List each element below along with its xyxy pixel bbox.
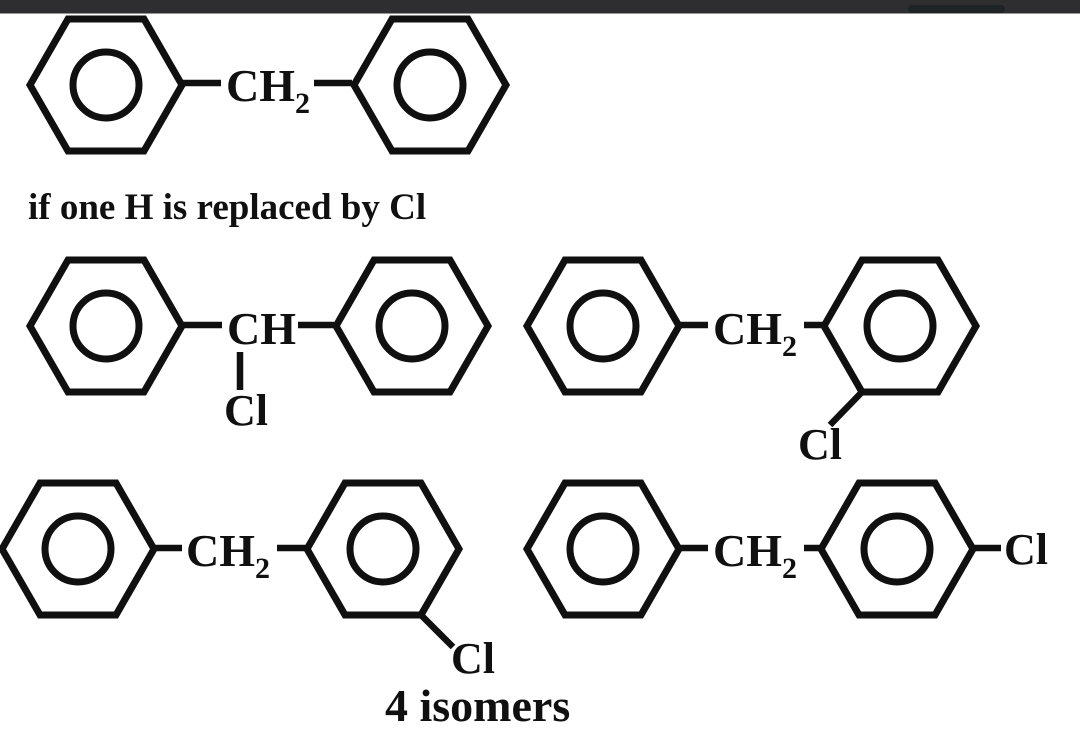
- methylene-label: CH2: [226, 60, 310, 120]
- structure-alpha-chloro: CH Cl: [30, 260, 488, 435]
- benzene-ring: [30, 19, 182, 151]
- methylene-label: CH2: [713, 525, 797, 585]
- benzene-ring: [354, 19, 506, 151]
- benzene-ring: [30, 260, 182, 392]
- benzene-ring: [821, 483, 973, 615]
- methylene-label: CH2: [186, 525, 270, 585]
- chlorine-label: Cl: [1004, 525, 1048, 574]
- top-bar: [0, 0, 1080, 14]
- benzene-ring: [2, 483, 154, 615]
- chlorine-label: Cl: [451, 634, 495, 683]
- result-caption: 4 isomers: [385, 680, 570, 731]
- top-bar-tab-shadow: [908, 5, 1005, 13]
- structure-para-chloro: CH2 Cl: [527, 483, 1048, 615]
- structure-meta-chloro: CH2 Cl: [2, 483, 495, 683]
- benzene-ring: [307, 483, 459, 615]
- bond-to-chlorine: [827, 389, 865, 428]
- benzene-ring: [824, 260, 976, 392]
- methine-label: CH: [227, 303, 296, 354]
- benzene-ring: [527, 483, 679, 615]
- chlorine-label: Cl: [224, 386, 268, 435]
- benzene-ring: [336, 260, 488, 392]
- benzene-ring: [527, 260, 679, 392]
- condition-caption: if one H is replaced by Cl: [28, 187, 426, 228]
- methylene-label: CH2: [713, 303, 797, 363]
- bond-to-chlorine: [418, 612, 456, 650]
- structure-diphenylmethane: CH2: [30, 19, 506, 151]
- chlorine-label: Cl: [798, 420, 842, 469]
- structure-ortho-chloro: CH2 Cl: [527, 260, 976, 469]
